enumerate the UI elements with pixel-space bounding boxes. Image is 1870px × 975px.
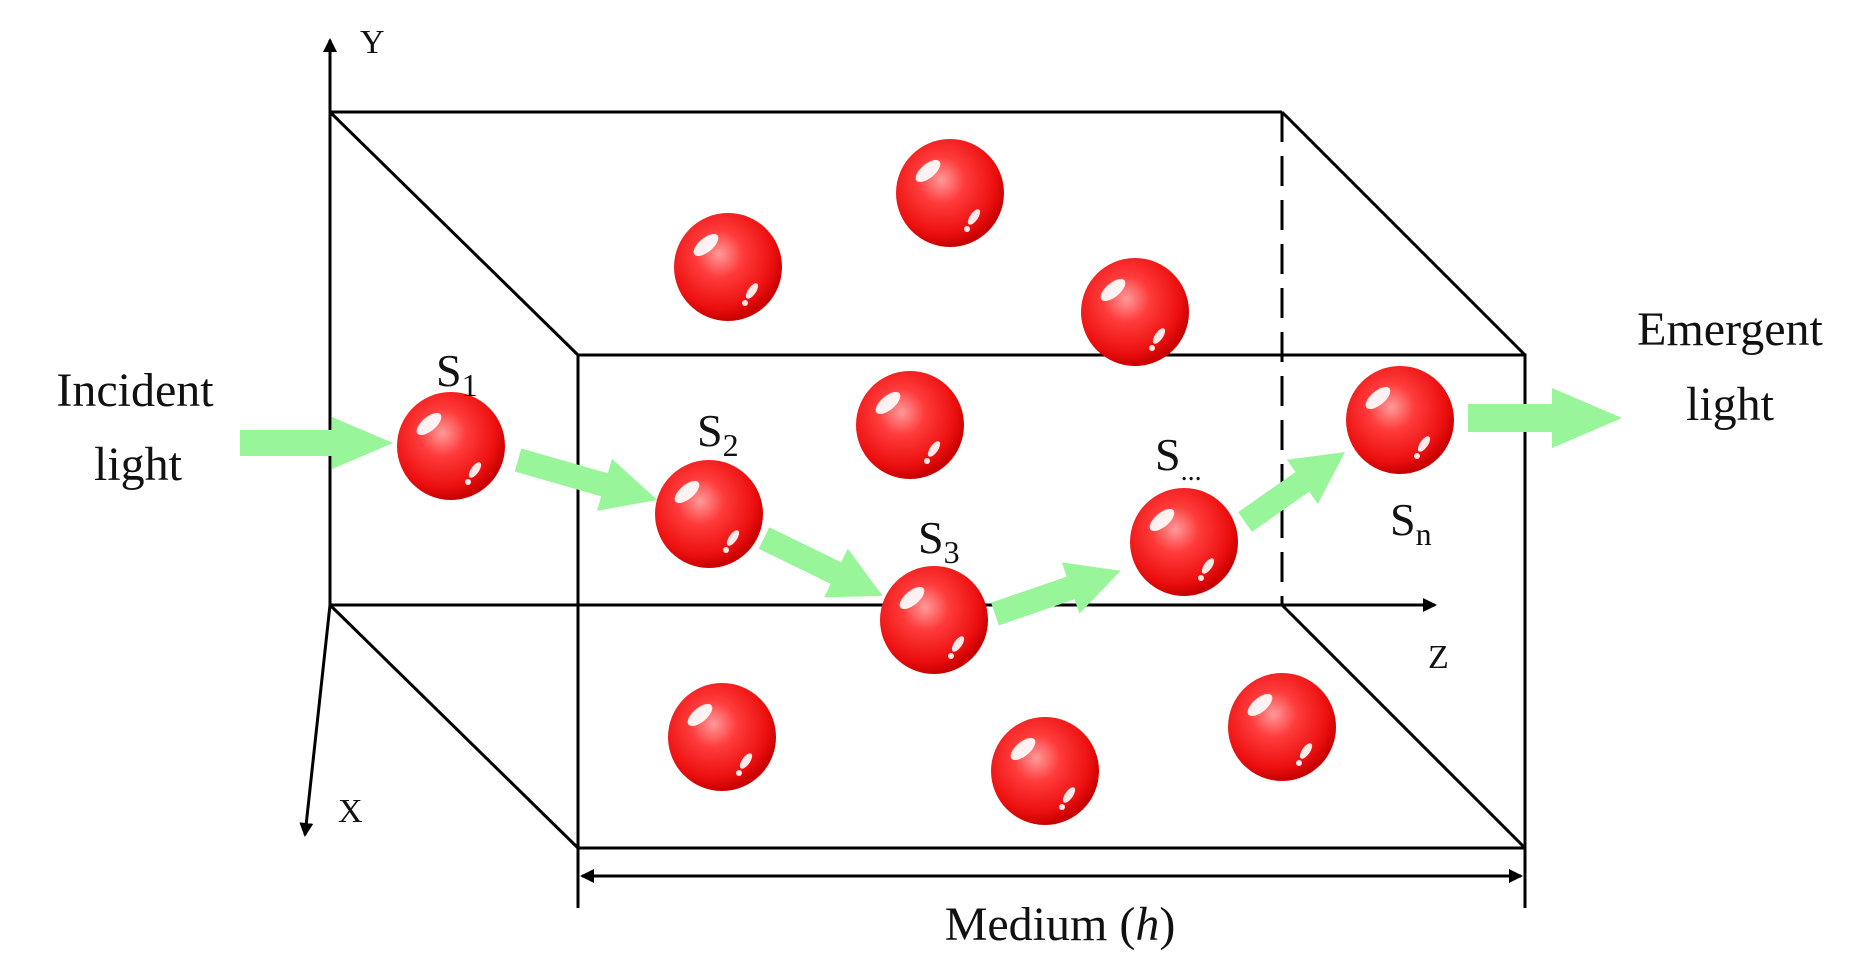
particle [1081,258,1189,366]
light-path [240,388,1622,626]
label-s3: S3 [918,512,960,570]
box-front-face [576,353,1527,850]
path-arrow-s1-s2 [514,448,658,511]
label-s1: S1 [436,345,478,403]
particle [856,371,964,479]
scatterer-s2 [655,460,763,568]
emergent-label-line2: light [1686,378,1775,431]
box-top-left-edge [328,110,580,357]
emergent-arrow [1468,388,1622,448]
particle [668,683,776,791]
particle [896,139,1004,247]
emergent-label-line1: Emergent [1637,303,1823,356]
scatterer-sdots [1130,488,1238,596]
box-bottom-right-edge [1280,603,1527,850]
z-axis-label: Z [1428,639,1449,676]
x-axis-label: X [338,793,363,830]
x-axis-line [299,604,332,837]
scatterer-sn [1346,366,1454,474]
scatterer-s3 [880,566,988,674]
particle [674,213,782,321]
box-bottom-left-edge [328,603,580,850]
path-arrow-sdots-sn [1238,452,1345,532]
medium-box [328,110,1527,850]
incident-arrow [240,417,393,469]
scatterer-s1 [397,392,505,500]
particle [991,717,1099,825]
incident-label-line1: Incident [56,364,214,417]
particle [1228,673,1336,781]
medium-dimension [576,848,1527,908]
label-sdots: S... [1155,429,1202,487]
path-arrow-s3-sdots [991,562,1121,626]
label-sn: Sn [1390,494,1432,552]
medium-label: Medium (h) [945,898,1176,951]
path-arrow-s2-s3 [758,527,883,598]
particles [668,139,1336,825]
incident-label-line2: light [94,438,183,491]
box-top-right-edge [1280,110,1527,357]
label-s2: S2 [697,405,739,463]
y-axis-label: Y [360,24,385,61]
